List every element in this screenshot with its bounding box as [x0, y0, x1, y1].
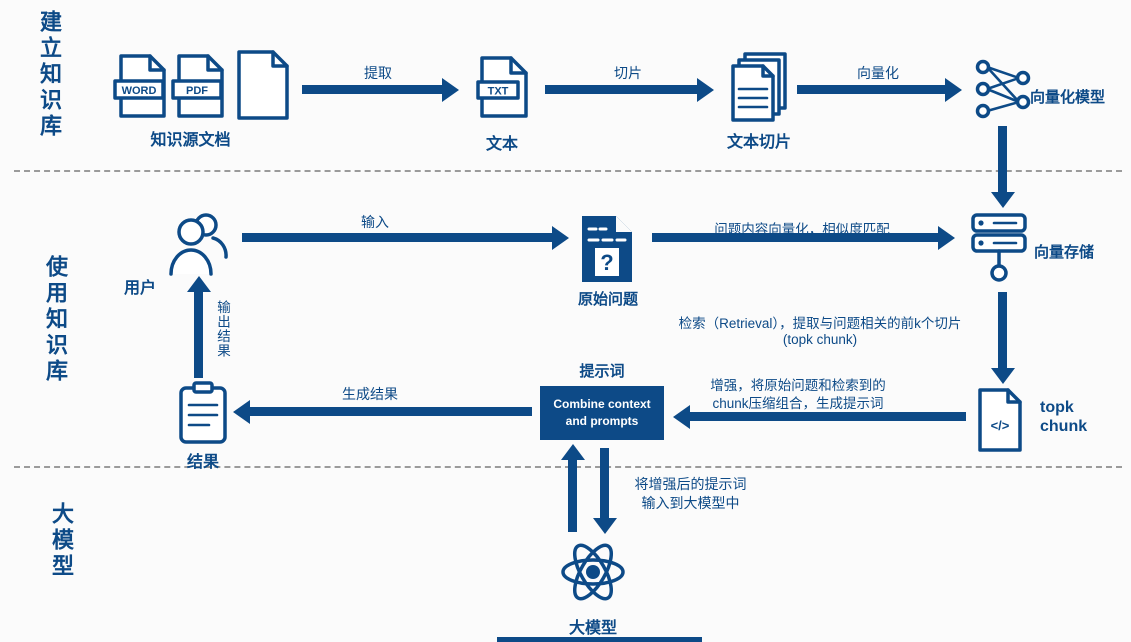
combine-box-line2: and prompts — [565, 414, 639, 428]
slice-arrow-label: 切片 — [614, 65, 642, 81]
large-model-atom-icon — [558, 533, 628, 611]
txt-file-icon: TXT — [476, 56, 528, 118]
section-label-use: 使用知识库 — [43, 255, 68, 385]
model-to-store-arrow — [998, 126, 1007, 192]
augment-arrow — [690, 412, 966, 421]
original-question-label: 原始问题 — [577, 291, 638, 308]
similarity-match-arrow — [652, 233, 938, 242]
section-label-llm: 大模型 — [49, 502, 74, 580]
vector-model-icon — [974, 58, 1032, 120]
text-chunks-label: 文本切片 — [726, 134, 791, 151]
combine-to-llm-arrow — [600, 448, 609, 518]
section-label-build: 建立知识库 — [37, 10, 62, 140]
extract-arrow-label: 提取 — [364, 65, 392, 81]
vectorize-arrow-label: 向量化 — [857, 65, 899, 81]
vector-model-label: 向量化模型 — [1030, 89, 1106, 106]
augment-label-line2: chunk压缩组合，生成提示词 — [712, 396, 884, 411]
text-label: 文本 — [485, 136, 518, 153]
vector-store-label: 向量存储 — [1034, 244, 1095, 261]
generate-result-arrow — [250, 407, 532, 416]
extract-arrow — [302, 85, 442, 94]
source-documents-label: 知识源文档 — [150, 132, 231, 149]
topk-label-line1: topk — [1040, 399, 1074, 416]
input-arrow — [242, 233, 552, 242]
augment-label-line1: 增强，将原始问题和检索到的 — [710, 378, 886, 393]
section-divider-build-use — [14, 170, 1122, 172]
similarity-match-arrow-label: 问题内容向量化，相似度匹配 — [714, 222, 890, 237]
word-document-icon: WORD — [112, 54, 170, 118]
pdf-document-icon: PDF — [170, 54, 228, 118]
prompt-title: 提示词 — [579, 363, 625, 380]
generate-result-arrow-label: 生成结果 — [342, 386, 398, 402]
bottom-accent-bar — [497, 637, 702, 642]
user-label: 用户 — [123, 280, 156, 297]
combine-context-box: Combine context and prompts — [540, 386, 664, 440]
retrieval-label-line2: (topk chunk) — [782, 332, 858, 347]
vector-store-icon — [968, 212, 1030, 286]
llm-to-combine-arrow — [568, 460, 577, 532]
input-arrow-label: 输入 — [361, 214, 389, 230]
large-model-label: 大模型 — [568, 620, 617, 637]
store-to-topk-arrow — [998, 292, 1007, 368]
feed-label-line2: 输入到大模型中 — [641, 495, 740, 511]
user-icon — [168, 208, 228, 278]
output-result-arrow — [194, 292, 203, 378]
topk-label-line2: chunk — [1040, 418, 1088, 435]
combine-box-line1: Combine context — [553, 396, 651, 411]
pdf-badge-text: PDF — [186, 85, 208, 97]
original-question-icon: ? — [580, 214, 634, 284]
code-glyph-text: </> — [991, 418, 1010, 433]
slice-arrow — [545, 85, 697, 94]
result-label: 结果 — [186, 454, 219, 471]
txt-badge-text: TXT — [488, 86, 509, 98]
word-badge-text: WORD — [122, 85, 157, 97]
output-result-arrow-label: 输出结果 — [215, 300, 230, 358]
feed-label-line1: 将增强后的提示词 — [634, 476, 747, 492]
result-clipboard-icon — [178, 381, 228, 444]
text-chunks-icon — [731, 52, 787, 122]
vectorize-arrow — [797, 85, 945, 94]
question-glyph-text: ? — [600, 250, 613, 275]
topk-chunk-icon: </> — [974, 388, 1026, 452]
retrieval-label-line1: 检索（Retrieval），提取与问题相关的前k个切片 — [678, 316, 962, 331]
blank-document-icon — [237, 50, 289, 120]
